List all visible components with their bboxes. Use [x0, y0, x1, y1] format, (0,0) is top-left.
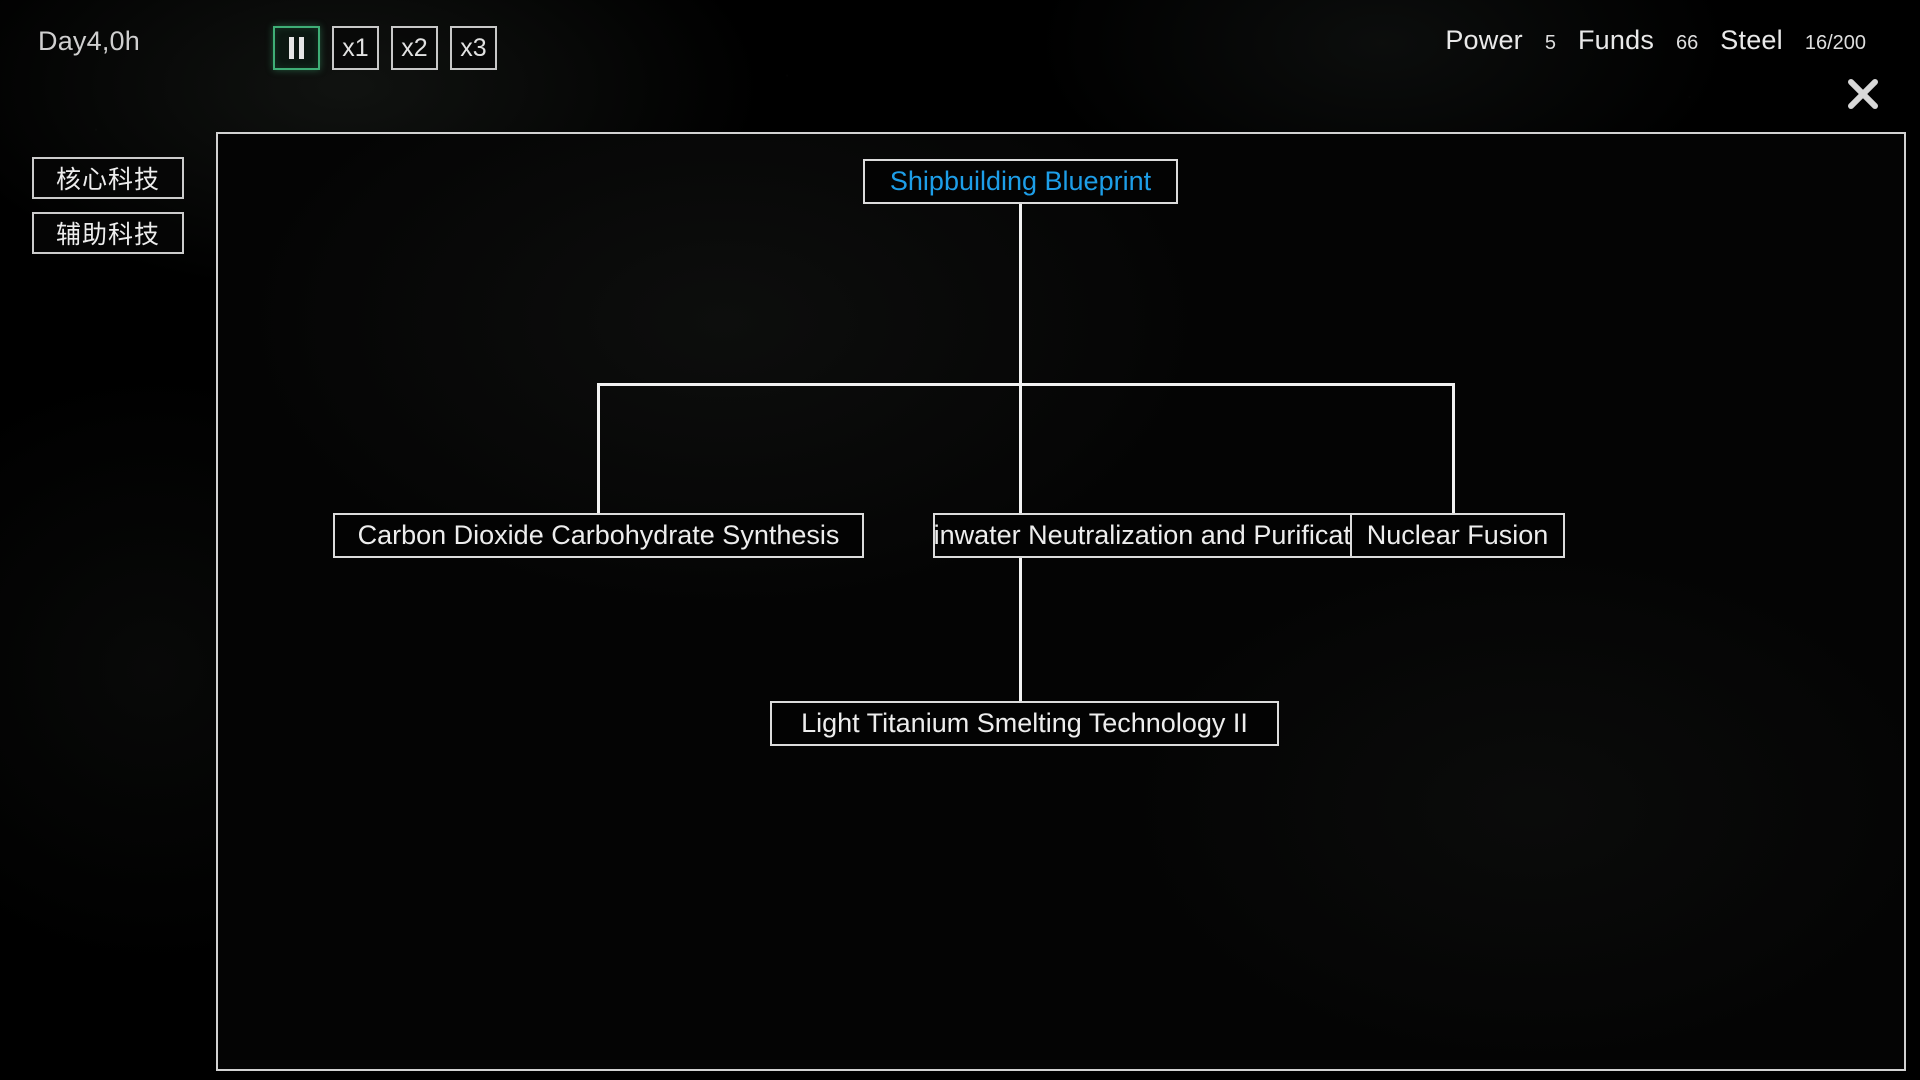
speed-x3-button[interactable]: x3 — [450, 26, 497, 70]
resource-power-value: 5 — [1544, 32, 1556, 54]
tech-node-shipbuilding-blueprint[interactable]: Shipbuilding Blueprint — [863, 159, 1178, 204]
resource-steel-value: 16/200 — [1804, 32, 1866, 54]
connector-branch-mid-drop — [1019, 383, 1022, 514]
category-core-tech[interactable]: 核心科技 — [32, 157, 184, 199]
resource-power-label: Power — [1445, 25, 1523, 55]
resource-bar: Power 5 Funds 66 Steel 16/200 — [1445, 25, 1866, 56]
tech-node-carbon-dioxide-carbohydrate-synthesis[interactable]: Carbon Dioxide Carbohydrate Synthesis — [333, 513, 864, 558]
tech-node-light-titanium-smelting-technology-ii[interactable]: Light Titanium Smelting Technology II — [770, 701, 1279, 746]
tech-node-rainwater-neutralization-and-purification[interactable]: Rainwater Neutralization and Purificatio… — [933, 513, 1353, 558]
tech-node-label: Light Titanium Smelting Technology II — [801, 708, 1248, 738]
connector-branch-right-drop — [1452, 383, 1455, 514]
tech-node-label: Carbon Dioxide Carbohydrate Synthesis — [357, 520, 840, 550]
connector-rainwater-to-titanium — [1019, 558, 1022, 702]
tech-node-label: Shipbuilding Blueprint — [889, 166, 1152, 196]
speed-controls: x1 x2 x3 — [273, 26, 497, 70]
tech-node-label: Rainwater Neutralization and Purificatio… — [933, 520, 1351, 550]
tech-node-nuclear-fusion[interactable]: Nuclear Fusion — [1350, 513, 1565, 558]
speed-x2-button[interactable]: x2 — [391, 26, 438, 70]
category-auxiliary-tech[interactable]: 辅助科技 — [32, 212, 184, 254]
resource-power: Power 5 — [1445, 25, 1578, 56]
pause-icon — [289, 37, 304, 59]
game-clock: Day4,0h — [38, 26, 140, 56]
close-icon — [1848, 79, 1878, 109]
resource-funds: Funds 66 — [1578, 25, 1720, 56]
resource-funds-label: Funds — [1577, 25, 1655, 55]
tech-node-label: Nuclear Fusion — [1366, 520, 1549, 550]
connector-branch-bar — [597, 383, 1455, 386]
connector-root-stem — [1019, 204, 1022, 515]
connector-branch-left-drop — [597, 383, 600, 514]
resource-steel: Steel 16/200 — [1720, 25, 1866, 56]
resource-funds-value: 66 — [1676, 32, 1699, 54]
speed-x1-button[interactable]: x1 — [332, 26, 379, 70]
tech-category-list: 核心科技 辅助科技 — [32, 157, 184, 254]
resource-steel-label: Steel — [1720, 25, 1783, 55]
close-button[interactable] — [1842, 73, 1884, 115]
top-bar: Day4,0h x1 x2 x3 Power 5 Funds 66 Steel … — [0, 0, 1920, 90]
pause-button[interactable] — [273, 26, 320, 70]
